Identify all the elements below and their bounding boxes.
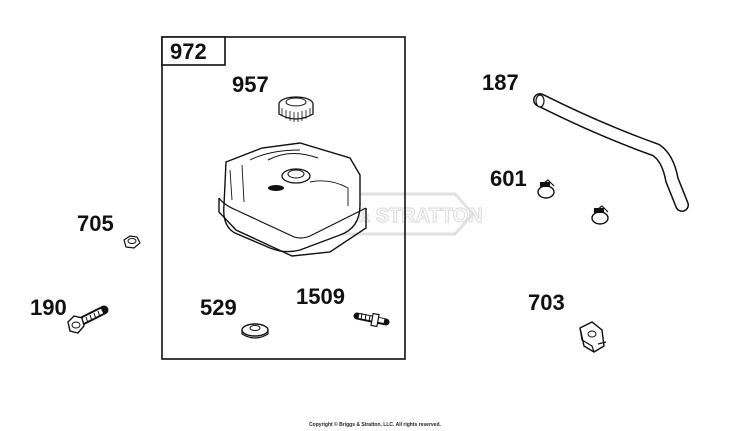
- nut-part[interactable]: [123, 235, 141, 249]
- fuel-cap-part[interactable]: [278, 96, 314, 122]
- stud-part[interactable]: [353, 312, 390, 328]
- callout-957[interactable]: 957: [232, 72, 269, 97]
- callout-705[interactable]: 705: [77, 211, 114, 236]
- fuel-line-part[interactable]: [533, 93, 689, 212]
- fuel-tank-part[interactable]: [218, 142, 367, 257]
- clip-part[interactable]: [579, 321, 607, 353]
- hose-clamp-part[interactable]: [537, 179, 555, 199]
- callout-1509[interactable]: 1509: [296, 284, 345, 309]
- washer-part[interactable]: [241, 323, 269, 339]
- callout-190[interactable]: 190: [30, 295, 67, 320]
- callout-601[interactable]: 601: [490, 166, 527, 191]
- assembly-callout-972[interactable]: 972: [170, 39, 207, 64]
- bolt-part[interactable]: [67, 305, 109, 334]
- hose-clamp-part-2[interactable]: [591, 205, 609, 225]
- assembly-frame: [161, 36, 406, 360]
- callout-187[interactable]: 187: [482, 70, 519, 95]
- copyright-notice: Copyright © Briggs & Stratton, LLC. All …: [309, 422, 441, 428]
- callout-529[interactable]: 529: [200, 295, 237, 320]
- assembly-label-box: [161, 36, 226, 66]
- callout-703[interactable]: 703: [528, 290, 565, 315]
